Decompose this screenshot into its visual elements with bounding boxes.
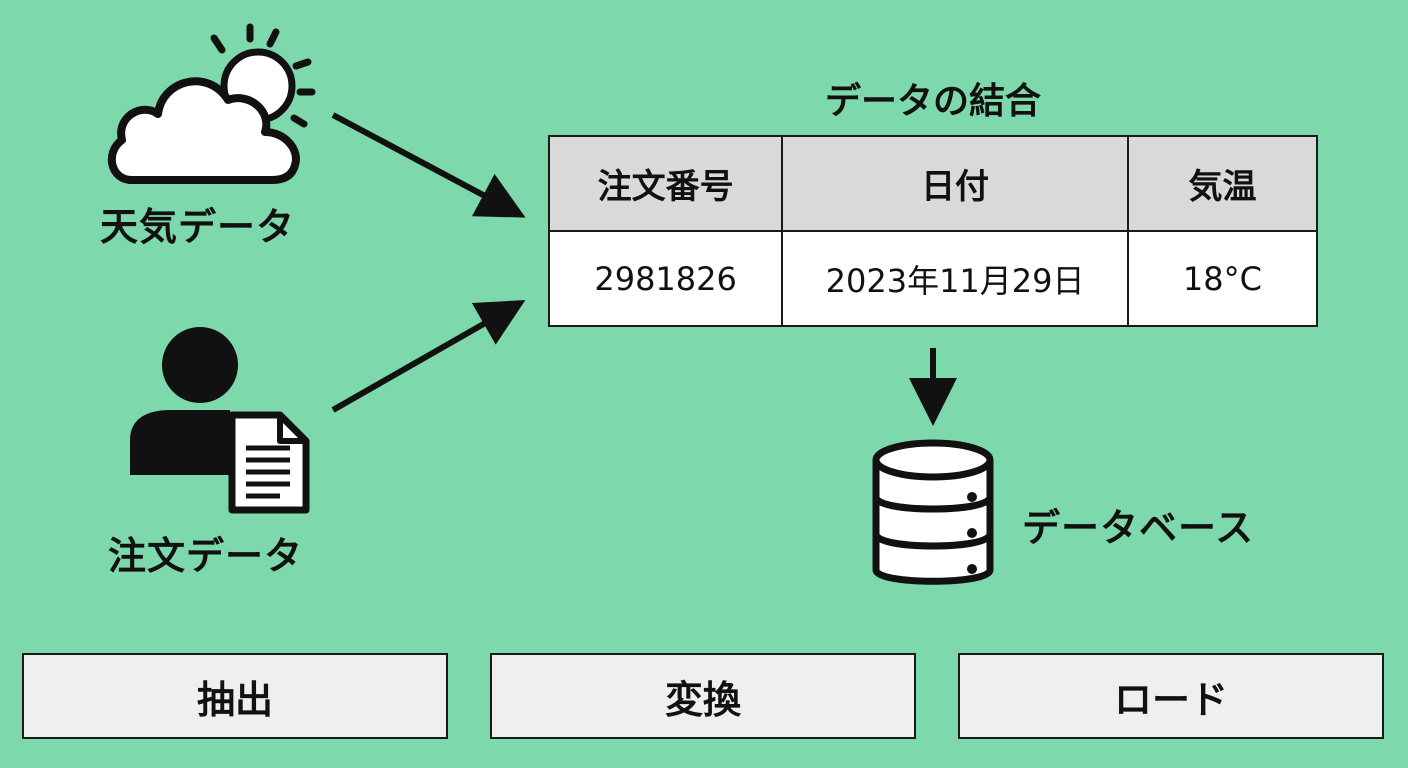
cloud-sun-icon — [107, 23, 316, 184]
stage-load: ロード — [958, 653, 1384, 739]
weather-data-label: 天気データ — [100, 205, 296, 249]
joined-data-table: 注文番号 日付 気温 2981826 2023年11月29日 18°C — [547, 135, 1319, 327]
stage-extract: 抽出 — [22, 653, 448, 739]
table-row: 2981826 2023年11月29日 18°C — [547, 230, 1319, 327]
header-order-number: 注文番号 — [547, 135, 784, 232]
stage-transform: 変換 — [490, 653, 916, 739]
header-temperature: 気温 — [1126, 135, 1319, 232]
cell-order-number: 2981826 — [547, 230, 784, 327]
cell-temperature: 18°C — [1126, 230, 1319, 327]
join-title: データの結合 — [824, 81, 1041, 122]
database-icon — [872, 439, 994, 585]
arrow-orders-to-join — [331, 300, 526, 413]
order-data-label: 注文データ — [108, 534, 304, 578]
database-label: データベース — [1022, 506, 1255, 550]
arrow-weather-to-join — [331, 112, 526, 218]
cell-date: 2023年11月29日 — [781, 230, 1129, 327]
header-date: 日付 — [781, 135, 1129, 232]
user-document-icon — [130, 327, 310, 514]
table-header-row: 注文番号 日付 気温 — [547, 135, 1319, 232]
